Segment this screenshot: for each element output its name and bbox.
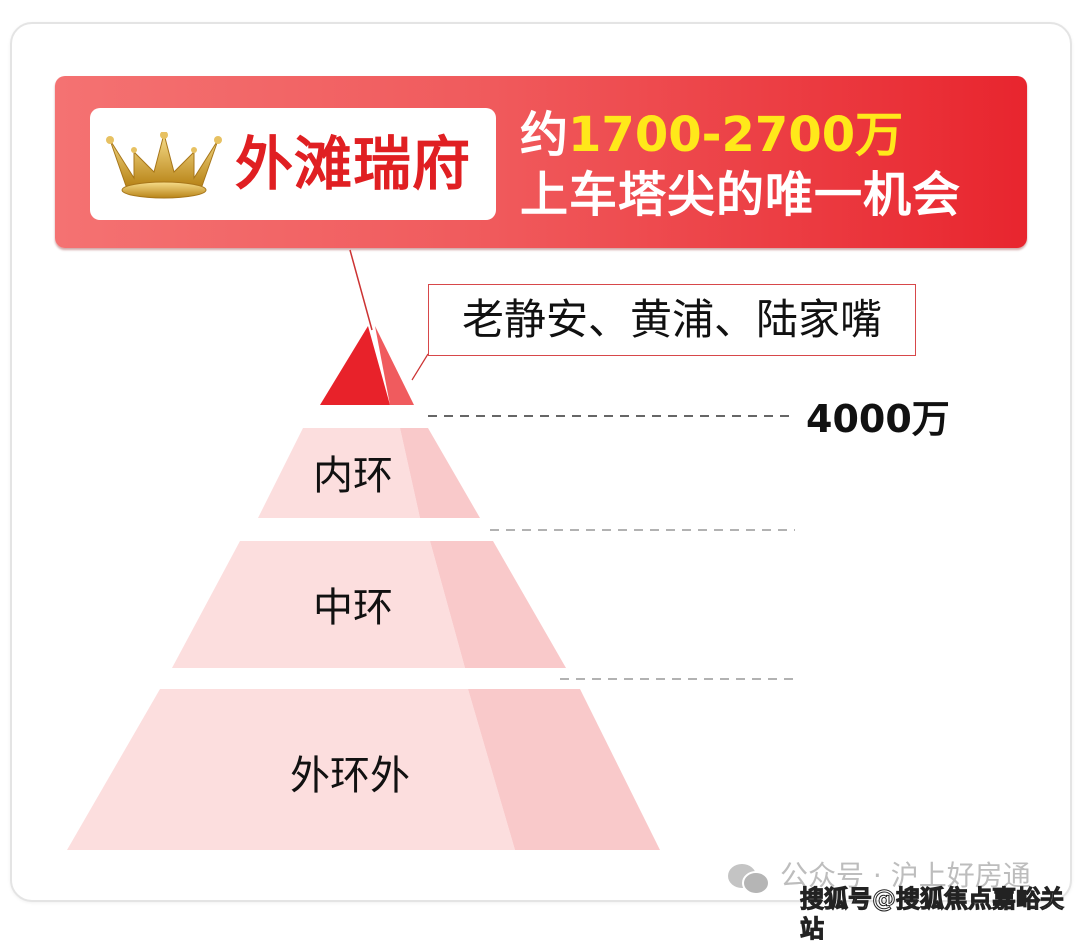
project-name: 外滩瑞府 xyxy=(235,130,472,198)
tier-label-outer: 外环外 xyxy=(290,753,410,799)
crown-icon xyxy=(106,132,222,199)
price-range: 1700-2700万 xyxy=(568,107,904,163)
slogan: 上车塔尖的唯一机会 xyxy=(520,167,962,223)
connector-line xyxy=(349,249,373,331)
wechat-icon xyxy=(728,864,770,895)
tier-label-inner: 内环 xyxy=(313,453,393,499)
watermark-account: 公众号 · 沪上好房通 xyxy=(780,859,1031,892)
tier-label-middle: 中环 xyxy=(313,585,393,631)
watermark-source: 搜狐号@搜狐焦点嘉峪关站 xyxy=(800,885,1065,944)
top-tier-label: 老静安、黄浦、陆家嘴 xyxy=(428,284,916,356)
tier-middle-ring xyxy=(172,541,566,668)
connector-line-2 xyxy=(411,353,429,381)
threshold-price: 4000万 xyxy=(806,397,950,441)
pyramid-apex xyxy=(320,326,414,405)
price-prefix: 约 xyxy=(520,107,569,163)
tier-inner-ring xyxy=(258,428,480,518)
tier-outer-ring xyxy=(67,689,660,850)
price-range-text: 约1700-2700万 xyxy=(520,106,903,164)
pyramid-diagram xyxy=(67,249,795,850)
